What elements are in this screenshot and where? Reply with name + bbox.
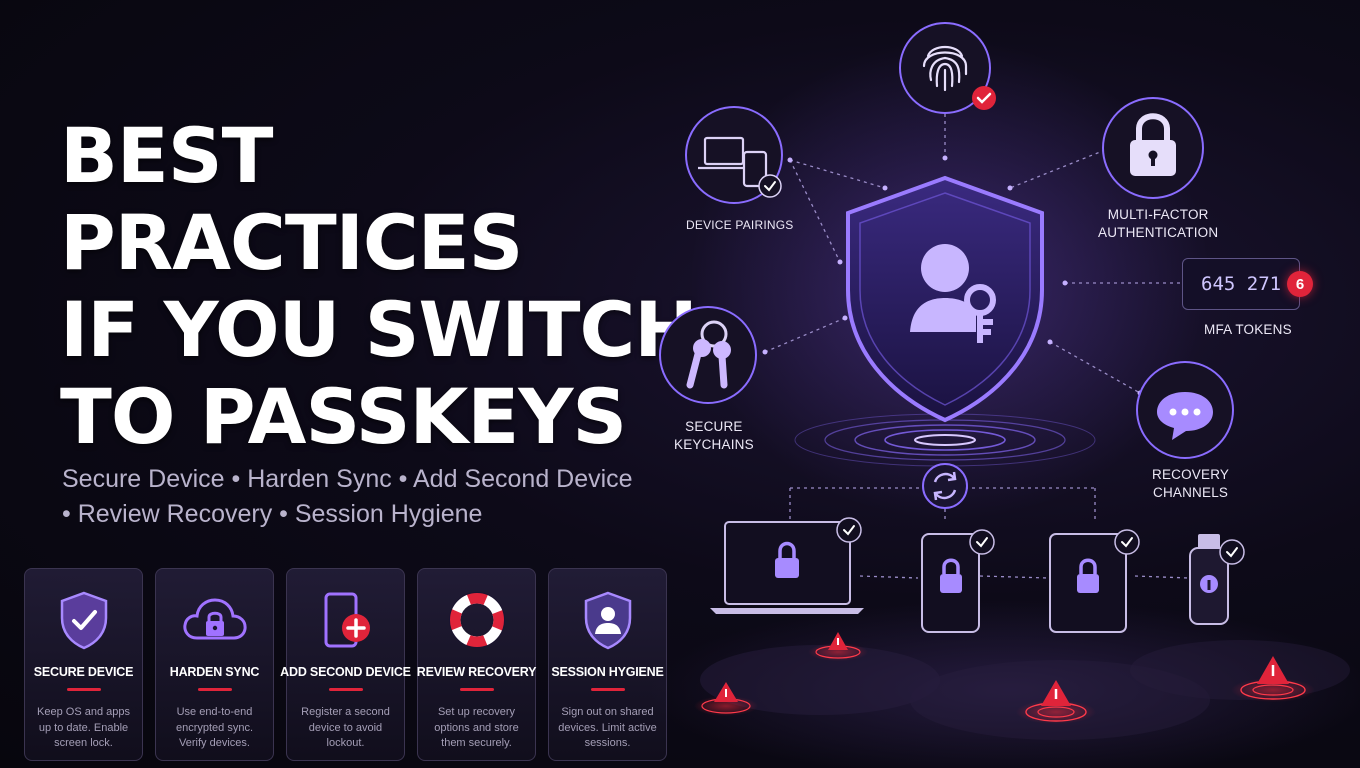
alert-icon xyxy=(694,682,758,716)
lifebuoy-icon xyxy=(442,589,512,651)
recovery-label: RECOVERY CHANNELS xyxy=(1152,467,1230,500)
mfa-tokens-label: MFA TOKENS xyxy=(1204,322,1292,337)
phone-plus-icon xyxy=(311,589,381,651)
shield-user-icon xyxy=(573,589,643,651)
sync-icon xyxy=(922,463,968,509)
phone-lock-icon xyxy=(921,529,995,633)
device-pairings-label: DEVICE PAIRINGS xyxy=(686,218,794,232)
card-divider xyxy=(328,688,363,691)
connection-lines xyxy=(764,100,1189,579)
passkey-diagram: DEVICE PAIRINGS MULTI-FACTOR AUTHENTICAT… xyxy=(640,0,1360,768)
subtitle-line-2: • Review Recovery • Session Hygiene xyxy=(62,500,483,528)
alert-icon xyxy=(1231,656,1315,702)
subtitle: Secure Device • Harden Sync • Add Second… xyxy=(62,462,633,532)
card-divider xyxy=(66,688,101,691)
card-divider xyxy=(459,688,494,691)
central-shield-icon xyxy=(846,175,1044,423)
security-key-icon xyxy=(1189,534,1245,625)
alert-warnings xyxy=(694,632,1315,724)
shield-check-icon xyxy=(49,589,119,651)
tablet-lock-icon xyxy=(1049,529,1140,633)
title-line-1: BEST xyxy=(60,111,273,200)
token-code: 645 271 xyxy=(1201,273,1282,295)
laptop-lock-icon xyxy=(710,517,864,614)
card-divider xyxy=(590,688,625,691)
card-title: REVIEW RECOVERY xyxy=(416,665,537,679)
mfa-label: MULTI-FACTOR AUTHENTICATION xyxy=(1098,207,1219,240)
alert-icon xyxy=(808,632,868,661)
card-title: SECURE DEVICE xyxy=(33,665,134,679)
card-title: HARDEN SYNC xyxy=(169,665,260,679)
card-title: ADD SECOND DEVICE xyxy=(280,665,411,679)
alert-icon xyxy=(1016,680,1096,724)
mfa-lock-icon xyxy=(1102,97,1204,199)
title-line-2: PRACTICES xyxy=(60,198,523,287)
keychain-icon xyxy=(659,306,757,404)
mfa-token-display: 645 271 xyxy=(1182,258,1300,310)
title-line-4: TO PASSKEYS xyxy=(60,372,627,461)
device-pairings-icon xyxy=(685,106,783,204)
subtitle-line-1: Secure Device • Harden Sync • Add Second… xyxy=(62,465,633,493)
world-map-dots xyxy=(700,640,1350,740)
keychains-label: SECURE KEYCHAINS xyxy=(674,419,754,452)
token-badge: 6 xyxy=(1287,271,1313,297)
page-title: BEST PRACTICES IF YOU SWITCH TO PASSKEYS xyxy=(60,111,698,461)
chat-bubble-icon xyxy=(1136,361,1234,459)
fingerprint-icon xyxy=(899,22,996,114)
title-line-3: IF YOU SWITCH xyxy=(60,285,698,374)
card-title: SESSION HYGIENE xyxy=(551,665,664,679)
network-graphic xyxy=(650,22,1360,768)
card-divider xyxy=(197,688,232,691)
cloud-lock-icon xyxy=(180,589,250,651)
